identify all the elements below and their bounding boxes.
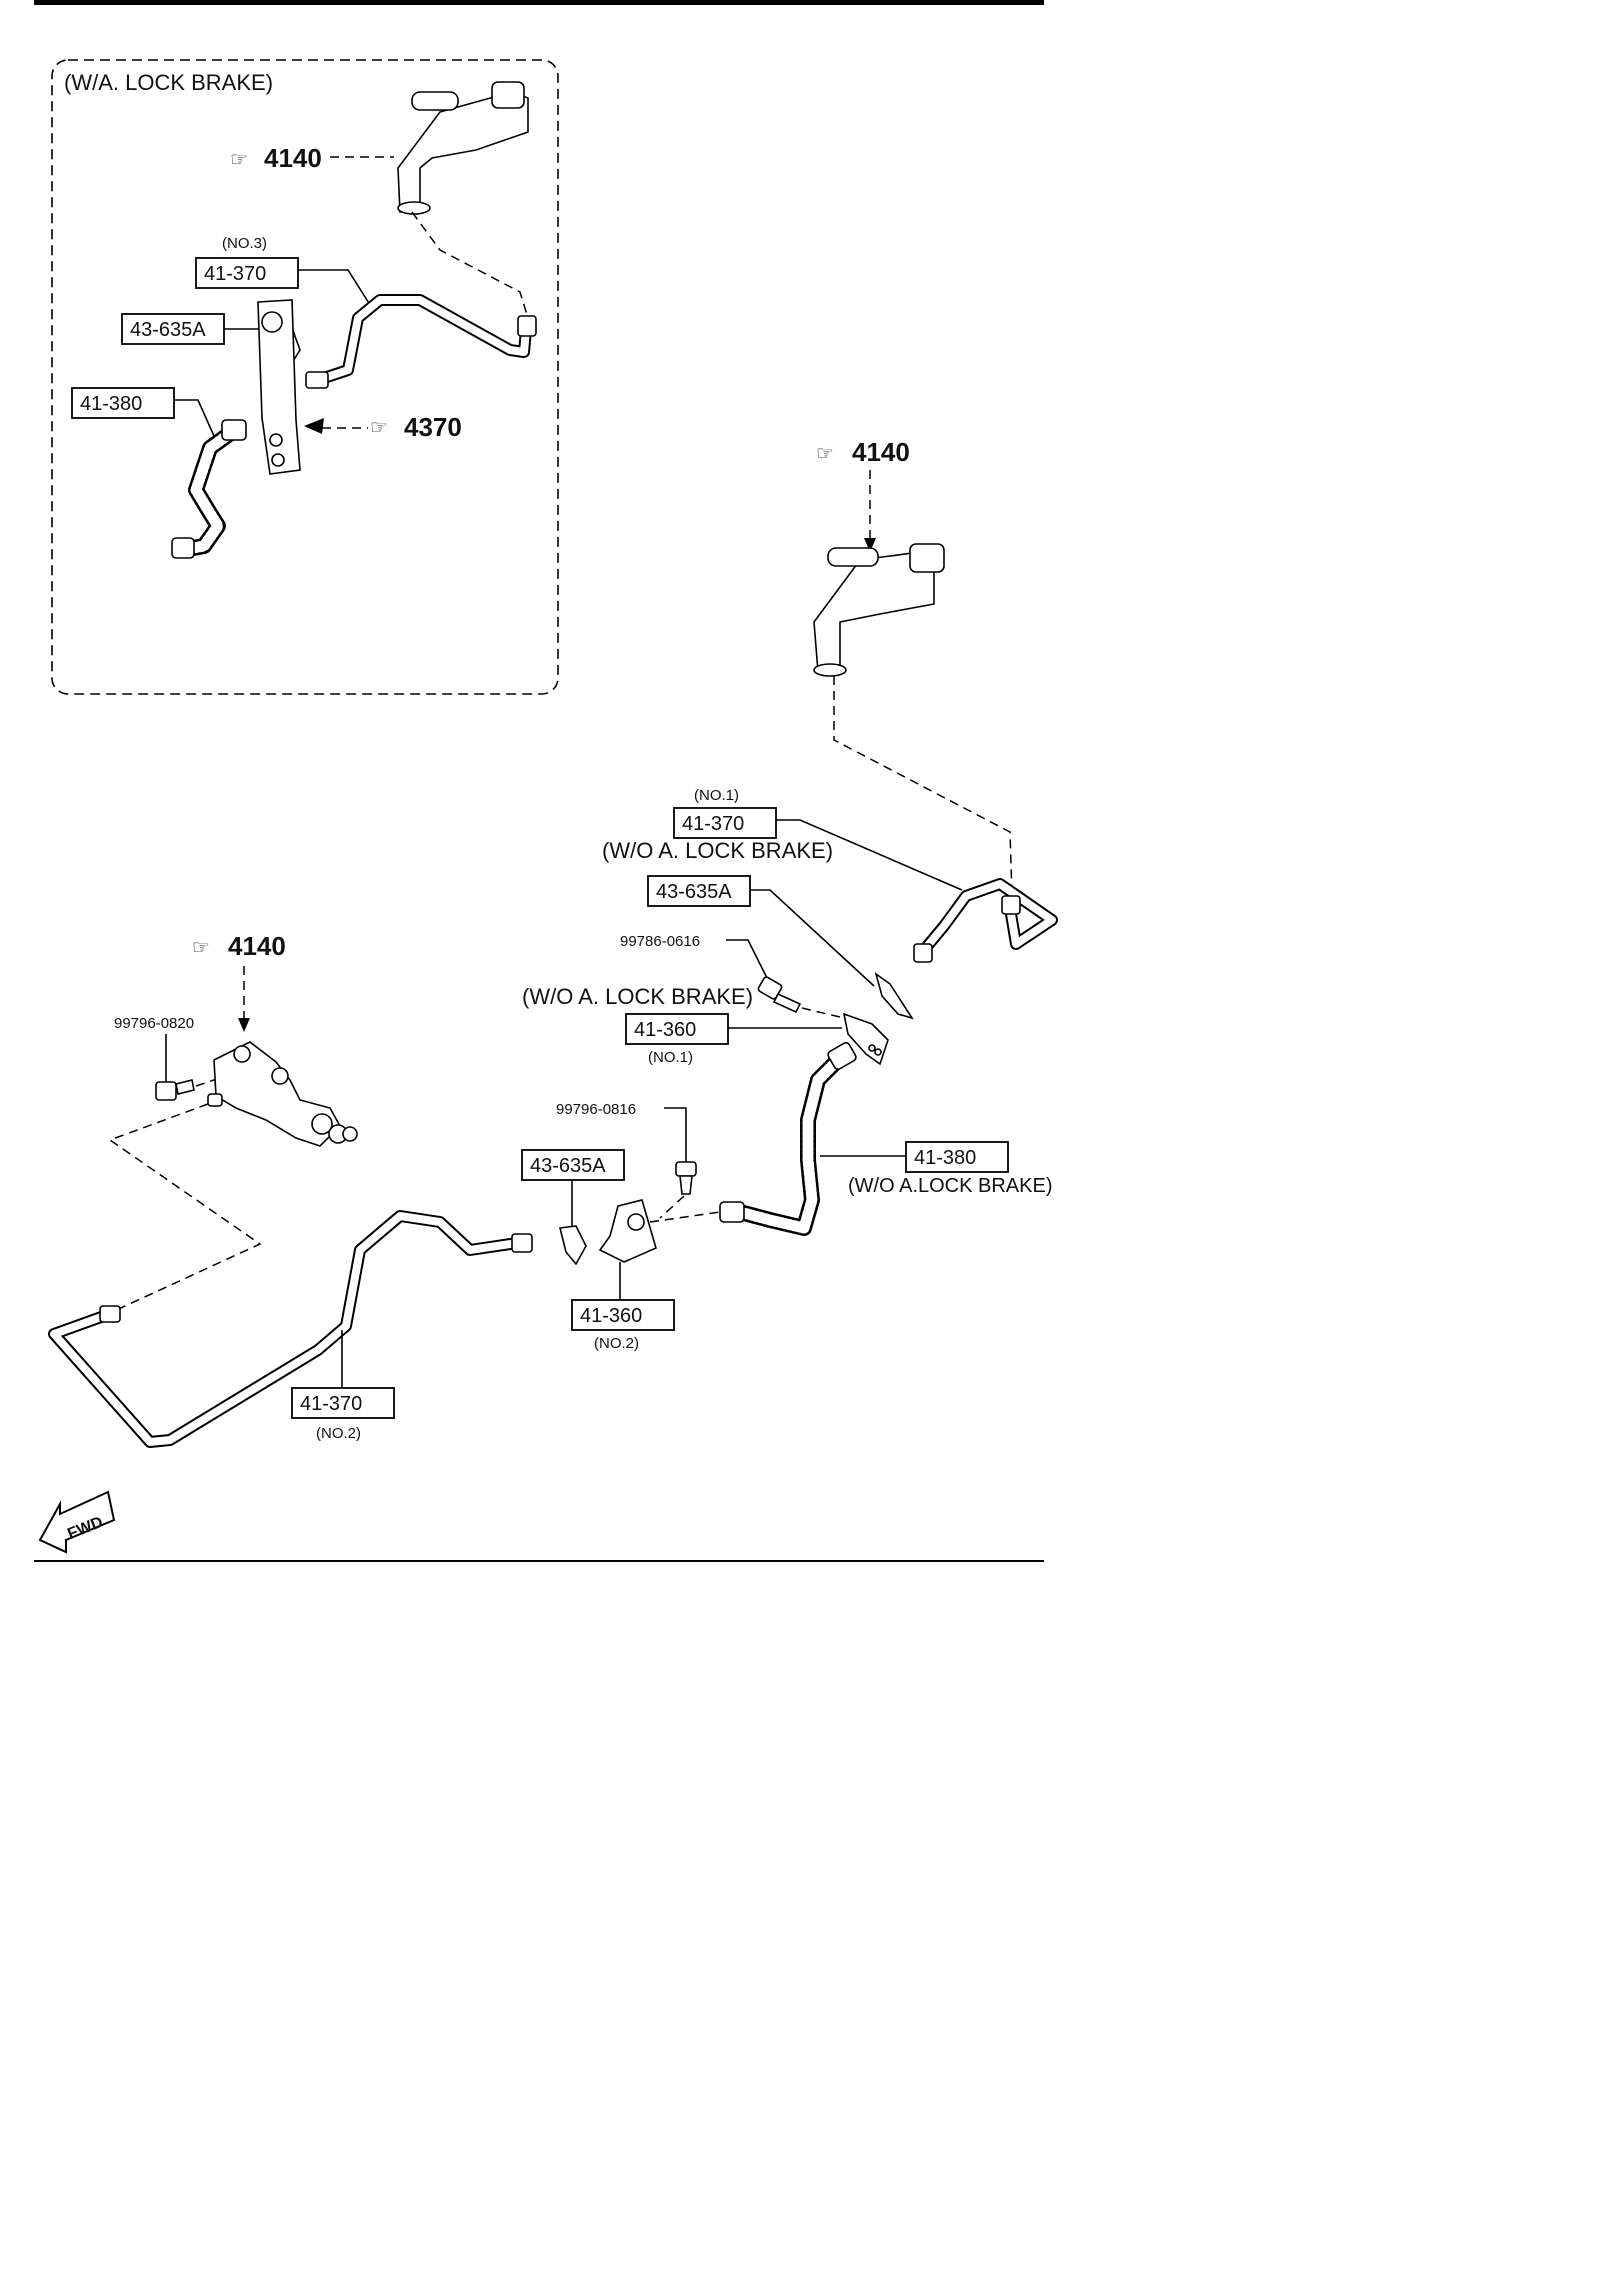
arrow-icon xyxy=(304,418,324,434)
inset-connection-dash-1 xyxy=(411,211,529,319)
right-clutch-master-cylinder[interactable] xyxy=(813,543,945,677)
bolt-99796-0820[interactable] xyxy=(155,1079,195,1101)
bolt-99796-0816-dash xyxy=(659,1195,685,1219)
inset-label-41-370[interactable]: 41-370 xyxy=(195,257,299,289)
top-border-rule xyxy=(34,0,1044,5)
pointing-hand-icon: ☞ xyxy=(370,417,388,439)
bolt-99796-0816-leader xyxy=(664,1107,687,1162)
right-bracket-41-360-no1[interactable] xyxy=(842,1012,889,1066)
right-connection-dash xyxy=(833,676,1013,897)
svg-text:41-370: 41-370 xyxy=(682,813,744,835)
inset-clutch-master-cylinder[interactable] xyxy=(397,81,529,215)
svg-text:43-635A: 43-635A xyxy=(656,881,732,903)
clutch-release-cylinder[interactable] xyxy=(207,1041,358,1147)
inset-ref-4370[interactable]: ☞ 4370 xyxy=(304,412,462,442)
right-wo-lock-text-2: (W/O A. LOCK BRAKE) xyxy=(522,984,753,1009)
left-connection-dash xyxy=(108,1103,262,1313)
inset-pipe-no3[interactable] xyxy=(305,294,537,389)
right-leader-43-635A xyxy=(750,889,875,987)
right-no1-top-text: (NO.1) xyxy=(694,787,739,804)
mid-clip-43-635A[interactable] xyxy=(559,1225,587,1266)
svg-text:41-380: 41-380 xyxy=(914,1147,976,1169)
inset-abs-panel: (W/A. LOCK BRAKE) ☞ 4140 (NO.3) 41-370 xyxy=(51,59,559,695)
inset-dashed-border xyxy=(51,59,559,695)
main-flex-hose[interactable] xyxy=(719,1041,857,1236)
inset-bracket[interactable] xyxy=(257,299,301,475)
no2-text-b: (NO.2) xyxy=(316,1425,361,1442)
bracket-41-360-no2[interactable] xyxy=(598,1199,657,1263)
svg-text:41-370: 41-370 xyxy=(204,263,266,285)
bracket-to-hose-dash xyxy=(649,1211,721,1223)
inset-label-41-380[interactable]: 41-380 xyxy=(71,387,175,419)
right-leader-41-370 xyxy=(776,819,963,891)
bolt-99796-0816-text: 99796-0816 xyxy=(556,1101,636,1118)
inset-leader-41-370 xyxy=(298,269,373,309)
inset-flex-hose[interactable] xyxy=(171,419,247,559)
pointing-hand-icon: ☞ xyxy=(192,937,210,959)
bolt-99796-0816[interactable] xyxy=(675,1161,697,1195)
right-wo-lock-text-1: (W/O A. LOCK BRAKE) xyxy=(602,838,833,863)
svg-text:41-370: 41-370 xyxy=(300,1393,362,1415)
pipe-no2[interactable] xyxy=(48,1210,533,1448)
svg-text:41-380: 41-380 xyxy=(80,393,142,415)
right-label-41-360[interactable]: 41-360 xyxy=(625,1013,729,1045)
inset-no3-text: (NO.3) xyxy=(222,235,267,252)
inset-ref-4370-label: 4370 xyxy=(404,412,462,442)
right-ref-4140[interactable]: ☞ 4140 xyxy=(816,437,910,467)
clutch-hydraulic-parts-diagram: (W/A. LOCK BRAKE) ☞ 4140 (NO.3) 41-370 xyxy=(34,0,1058,1562)
svg-text:41-360: 41-360 xyxy=(634,1019,696,1041)
arrow-icon xyxy=(864,538,876,552)
svg-text:43-635A: 43-635A xyxy=(130,319,206,341)
left-ref-4140[interactable]: ☞ 4140 xyxy=(192,931,286,961)
svg-text:41-360: 41-360 xyxy=(580,1305,642,1327)
right-bolt-99786-text: 99786-0616 xyxy=(620,933,700,950)
no2-text-a: (NO.2) xyxy=(594,1335,639,1352)
inset-title: (W/A. LOCK BRAKE) xyxy=(64,70,273,95)
inset-ref-4140-label: 4140 xyxy=(264,143,322,173)
inset-label-43-635A[interactable]: 43-635A xyxy=(121,313,225,345)
bolt-99796-0820-text: 99796-0820 xyxy=(114,1015,194,1032)
fwd-arrow: FWD xyxy=(38,1490,116,1554)
main-label-41-380[interactable]: 41-380 xyxy=(905,1141,1009,1173)
right-label-43-635A[interactable]: 43-635A xyxy=(647,875,751,907)
pointing-hand-icon: ☞ xyxy=(816,443,834,465)
right-clip-43-635A[interactable] xyxy=(874,972,914,1020)
inset-leader-41-380 xyxy=(174,399,215,437)
right-bolt-dash xyxy=(801,1007,845,1019)
right-ref-4140-label: 4140 xyxy=(852,437,910,467)
inset-ref-4140[interactable]: ☞ 4140 xyxy=(230,143,394,173)
right-bolt-99786[interactable] xyxy=(757,976,802,1014)
right-pipe-no1[interactable] xyxy=(913,878,1058,963)
right-leader-99786 xyxy=(726,939,769,981)
pointing-hand-icon: ☞ xyxy=(230,149,248,171)
main-wo-lock-text-3: (W/O A.LOCK BRAKE) xyxy=(848,1175,1052,1197)
svg-text:43-635A: 43-635A xyxy=(530,1155,606,1177)
arrow-icon xyxy=(238,1018,250,1032)
fwd-arrow-icon xyxy=(38,1490,116,1554)
right-label-41-370[interactable]: 41-370 xyxy=(673,807,777,839)
left-ref-4140-label: 4140 xyxy=(228,931,286,961)
right-no1-bottom-text: (NO.1) xyxy=(648,1049,693,1066)
mid-label-43-635A[interactable]: 43-635A xyxy=(521,1149,625,1181)
label-41-370-no2[interactable]: 41-370 xyxy=(291,1387,395,1419)
label-41-360-no2[interactable]: 41-360 xyxy=(571,1299,675,1331)
